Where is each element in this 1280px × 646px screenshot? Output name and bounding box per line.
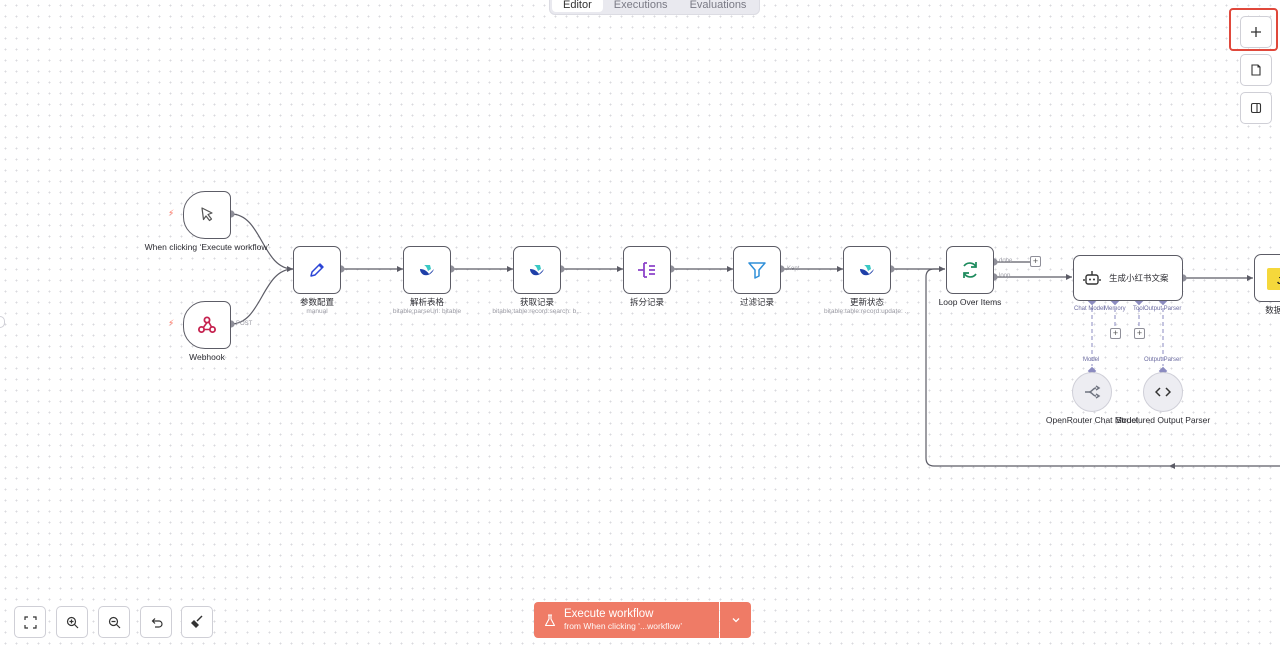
node-label-webhook: Webhook <box>189 352 225 362</box>
javascript-icon: JS <box>1267 268 1280 290</box>
robot-icon <box>1083 271 1101 285</box>
execute-text: Execute workflow from When clicking ‘...… <box>564 608 682 632</box>
port-label-kept: Kept <box>787 266 800 272</box>
lark-icon <box>530 265 544 276</box>
node-label-params: 参数配置 <box>299 297 334 307</box>
port-label-loop: loop <box>999 273 1011 279</box>
node-label-split-records: 拆分记录 <box>629 297 664 307</box>
plus-icon <box>1251 27 1261 37</box>
node-sub-get-records: bitable:table:record:search: b... <box>492 308 582 315</box>
node-label-get-records: 获取记录 <box>519 297 554 307</box>
add-node-button[interactable] <box>1240 16 1272 48</box>
node-label-manual-trigger: When clicking ‘Execute workflow’ <box>144 242 270 252</box>
view-tabs: Editor Executions Evaluations <box>549 0 761 15</box>
filter-icon <box>748 262 766 279</box>
node-label-parse-table: 解析表格 <box>409 297 444 307</box>
port-label-model: Model <box>1083 357 1100 363</box>
port-label-done: done <box>999 258 1013 264</box>
pencil-icon <box>310 263 324 277</box>
port-label-tool: Tool <box>1133 306 1145 312</box>
port-label-parser: Output Parser <box>1144 357 1182 363</box>
side-panel-icon <box>1250 102 1262 114</box>
node-structured-output-parser[interactable] <box>1143 372 1183 412</box>
port-label-chat-model: Chat Model <box>1074 306 1105 312</box>
highlight-frame <box>1229 8 1278 51</box>
add-sticky-button[interactable] <box>1240 54 1272 86</box>
execute-sub-label: from When clicking ‘...workflow’ <box>564 621 683 631</box>
lark-icon <box>860 265 874 276</box>
split-out-icon <box>638 262 655 278</box>
undo-icon <box>151 617 163 628</box>
fit-view-icon <box>23 615 37 629</box>
node-label-loop: Loop Over Items <box>938 297 1002 307</box>
undo-button[interactable] <box>140 606 172 638</box>
node-label-agent: 生成小红书文案 <box>1109 273 1169 283</box>
node-label-filter-records: 过滤记录 <box>739 297 774 307</box>
port-label-output-parser: Output Parser <box>1144 306 1182 312</box>
execute-main-label: Execute workflow <box>564 608 654 620</box>
zoom-to-fit-button[interactable] <box>14 606 46 638</box>
port-label-memory: Memory <box>1104 306 1126 312</box>
flask-icon <box>544 613 556 626</box>
node-loop-over-items[interactable] <box>946 246 994 294</box>
add-tool-button[interactable]: + <box>1134 328 1145 339</box>
execute-workflow-button[interactable]: Execute workflow from When clicking ‘...… <box>534 602 719 638</box>
tab-evaluations[interactable]: Evaluations <box>689 0 747 11</box>
zoom-out-button[interactable] <box>98 606 130 638</box>
add-memory-button[interactable]: + <box>1110 328 1121 339</box>
cursor-icon <box>201 207 213 222</box>
node-update-status[interactable] <box>843 246 891 294</box>
toggle-panel-button[interactable] <box>1240 92 1272 124</box>
node-split-records[interactable] <box>623 246 671 294</box>
tidy-up-button[interactable] <box>181 606 213 638</box>
edge-webhook-to-params <box>230 268 294 325</box>
openrouter-icon <box>1085 385 1101 399</box>
node-label-output-parser: Structured Output Parser <box>1115 415 1211 425</box>
node-webhook[interactable] <box>183 301 231 349</box>
refresh-icon <box>963 262 977 278</box>
lark-icon <box>420 265 434 276</box>
node-code-js[interactable]: JS <box>1254 254 1280 302</box>
node-agent[interactable]: 生成小红书文案 <box>1073 255 1183 301</box>
code-icon <box>1155 387 1171 397</box>
node-parse-table[interactable] <box>403 246 451 294</box>
zoom-in-icon <box>66 616 78 628</box>
chevron-down-icon <box>732 618 739 623</box>
trigger-bolt-icon: ⚡ <box>168 208 175 218</box>
edge-manual-to-params <box>230 213 294 270</box>
execute-options-dropdown[interactable] <box>720 602 751 638</box>
broom-icon <box>191 615 203 628</box>
node-label-code: 数据整 <box>1265 305 1280 315</box>
node-openrouter-chat-model[interactable] <box>1072 372 1112 412</box>
add-after-done-button[interactable]: + <box>1030 256 1041 267</box>
zoom-in-button[interactable] <box>56 606 88 638</box>
node-get-records[interactable] <box>513 246 561 294</box>
webhook-icon <box>198 316 216 333</box>
tab-executions[interactable]: Executions <box>613 0 668 11</box>
tab-editor[interactable]: Editor <box>552 0 603 12</box>
node-filter-records[interactable] <box>733 246 781 294</box>
node-label-chat-model: OpenRouter Chat Model <box>1045 415 1139 425</box>
node-manual-trigger[interactable] <box>183 191 231 239</box>
port-label-webhook: POST <box>236 321 253 327</box>
node-sub-update-status: bitable:table:record:update: ... <box>823 308 910 315</box>
sticky-note-icon <box>1251 64 1261 76</box>
trigger-bolt-icon: ⚡ <box>168 318 175 328</box>
node-label-update-status: 更新状态 <box>849 297 884 307</box>
zoom-out-icon <box>108 616 120 628</box>
node-params[interactable] <box>293 246 341 294</box>
edge-loop-back <box>925 268 1280 467</box>
